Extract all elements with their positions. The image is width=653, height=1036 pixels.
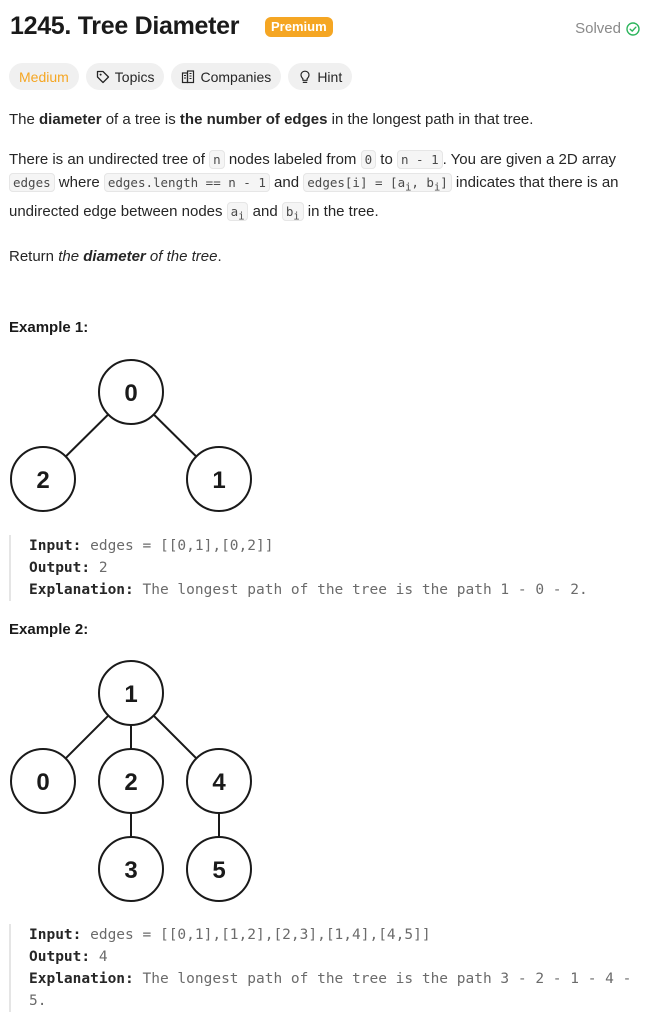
text: nodes labeled from <box>224 150 361 168</box>
problem-description: The diameter of a tree is the number of … <box>9 108 639 285</box>
check-circle-icon <box>626 21 640 36</box>
tree-node: 3 <box>98 836 164 902</box>
tree-node: 1 <box>186 446 252 512</box>
text: and <box>248 203 282 220</box>
example-2-io-block: Input: edges = [[0,1],[1,2],[2,3],[1,4],… <box>9 924 639 1012</box>
node-label: 1 <box>212 467 225 494</box>
premium-badge: Premium <box>265 17 333 37</box>
explanation-value: The longest path of the tree is the path… <box>133 582 588 598</box>
inline-code: edges <box>9 173 55 192</box>
inline-code: n <box>209 149 225 169</box>
code-part: ] <box>440 175 448 190</box>
node-label: 3 <box>124 857 137 884</box>
text: in the longest path in that tree. <box>327 111 534 128</box>
tree-node: 4 <box>186 748 252 814</box>
problem-header: 1245. Tree Diameter Premium Solved <box>10 12 640 46</box>
node-label: 2 <box>124 769 137 796</box>
description-paragraph: There is an undirected tree of n nodes l… <box>9 148 639 230</box>
tree-node: 2 <box>10 446 76 512</box>
bold-text: diameter <box>39 111 102 128</box>
tree-node: 0 <box>10 748 76 814</box>
text: . You are given a 2D array <box>442 150 617 168</box>
node-label: 0 <box>36 769 49 796</box>
text: of the tree <box>145 248 218 265</box>
text: the <box>58 248 84 265</box>
topics-button[interactable]: Topics <box>85 63 165 90</box>
text: in the tree. <box>303 203 379 220</box>
output-label: Output: <box>29 560 91 576</box>
code-part: edges[i] = [a <box>307 175 406 190</box>
tree-node: 5 <box>186 836 252 902</box>
solved-status: Solved <box>575 20 640 37</box>
explanation-label: Explanation: <box>29 971 134 987</box>
companies-button[interactable]: Companies <box>171 63 282 90</box>
text: of a tree is <box>101 111 180 128</box>
explanation-label: Explanation: <box>29 582 134 598</box>
input-label: Input: <box>29 927 82 943</box>
example-1-io-block: Input: edges = [[0,1],[0,2]] Output: 2 E… <box>9 535 639 601</box>
tree-node: 2 <box>98 748 164 814</box>
tag-icon <box>96 70 110 84</box>
bold-text: the number of edges <box>179 111 328 128</box>
text: indicates that there is an undirected ed… <box>9 174 619 220</box>
subscript: i <box>433 181 441 194</box>
companies-label: Companies <box>200 68 272 85</box>
description-paragraph: Return the diameter of the tree. <box>9 245 639 269</box>
node-label: 4 <box>212 769 226 796</box>
inline-code: bi <box>281 202 304 223</box>
example-1-tree-diagram: 0 2 1 <box>10 359 252 512</box>
example-1-title: Example 1: <box>9 319 89 336</box>
problem-title: 1245. Tree Diameter <box>10 12 240 40</box>
explanation-value: The longest path of the tree is the path… <box>29 971 641 1009</box>
code-part: a <box>230 204 239 219</box>
tag-bar: Medium Topics Companies Hint <box>9 63 353 90</box>
lightbulb-icon <box>298 70 312 84</box>
text: . <box>217 248 222 265</box>
tree-node: 1 <box>98 660 164 726</box>
text: The <box>9 111 40 128</box>
subscript: i <box>238 210 245 223</box>
building-icon <box>181 69 195 84</box>
text: and <box>269 174 304 191</box>
example-2-title: Example 2: <box>9 621 89 638</box>
output-value: 2 <box>90 560 108 576</box>
inline-code: edges.length == n - 1 <box>103 173 270 192</box>
bold-text: diameter <box>83 248 146 265</box>
node-label: 0 <box>124 380 137 407</box>
topics-label: Topics <box>114 68 155 85</box>
inline-code: n - 1 <box>396 149 443 169</box>
code-part: , b <box>411 175 434 190</box>
hint-button[interactable]: Hint <box>288 63 353 90</box>
input-label: Input: <box>29 538 82 554</box>
subscript: i <box>405 181 412 194</box>
inline-code: edges[i] = [ai, bi] <box>303 173 452 194</box>
node-label: 2 <box>36 467 49 494</box>
node-label: 5 <box>212 857 225 884</box>
text: There is an undirected tree of <box>9 150 210 168</box>
text: Return <box>9 248 59 265</box>
output-label: Output: <box>29 949 91 965</box>
hint-label: Hint <box>317 68 343 85</box>
node-label: 1 <box>124 681 137 708</box>
subscript: i <box>293 210 300 223</box>
description-paragraph: The diameter of a tree is the number of … <box>9 108 639 132</box>
inline-code: 0 <box>360 149 377 169</box>
text: to <box>376 150 397 168</box>
code-part: b <box>285 204 294 219</box>
difficulty-badge[interactable]: Medium <box>9 63 79 90</box>
output-value: 4 <box>90 949 108 965</box>
text: where <box>54 174 104 191</box>
italic-text: the diameter of the tree <box>58 248 217 265</box>
example-2-tree-diagram: 1 0 2 4 3 5 <box>10 660 252 902</box>
input-value: edges = [[0,1],[0,2]] <box>81 538 274 554</box>
tree-node: 0 <box>98 359 164 425</box>
inline-code: ai <box>226 202 249 223</box>
input-value: edges = [[0,1],[1,2],[2,3],[1,4],[4,5]] <box>81 927 431 943</box>
solved-label: Solved <box>575 20 621 37</box>
